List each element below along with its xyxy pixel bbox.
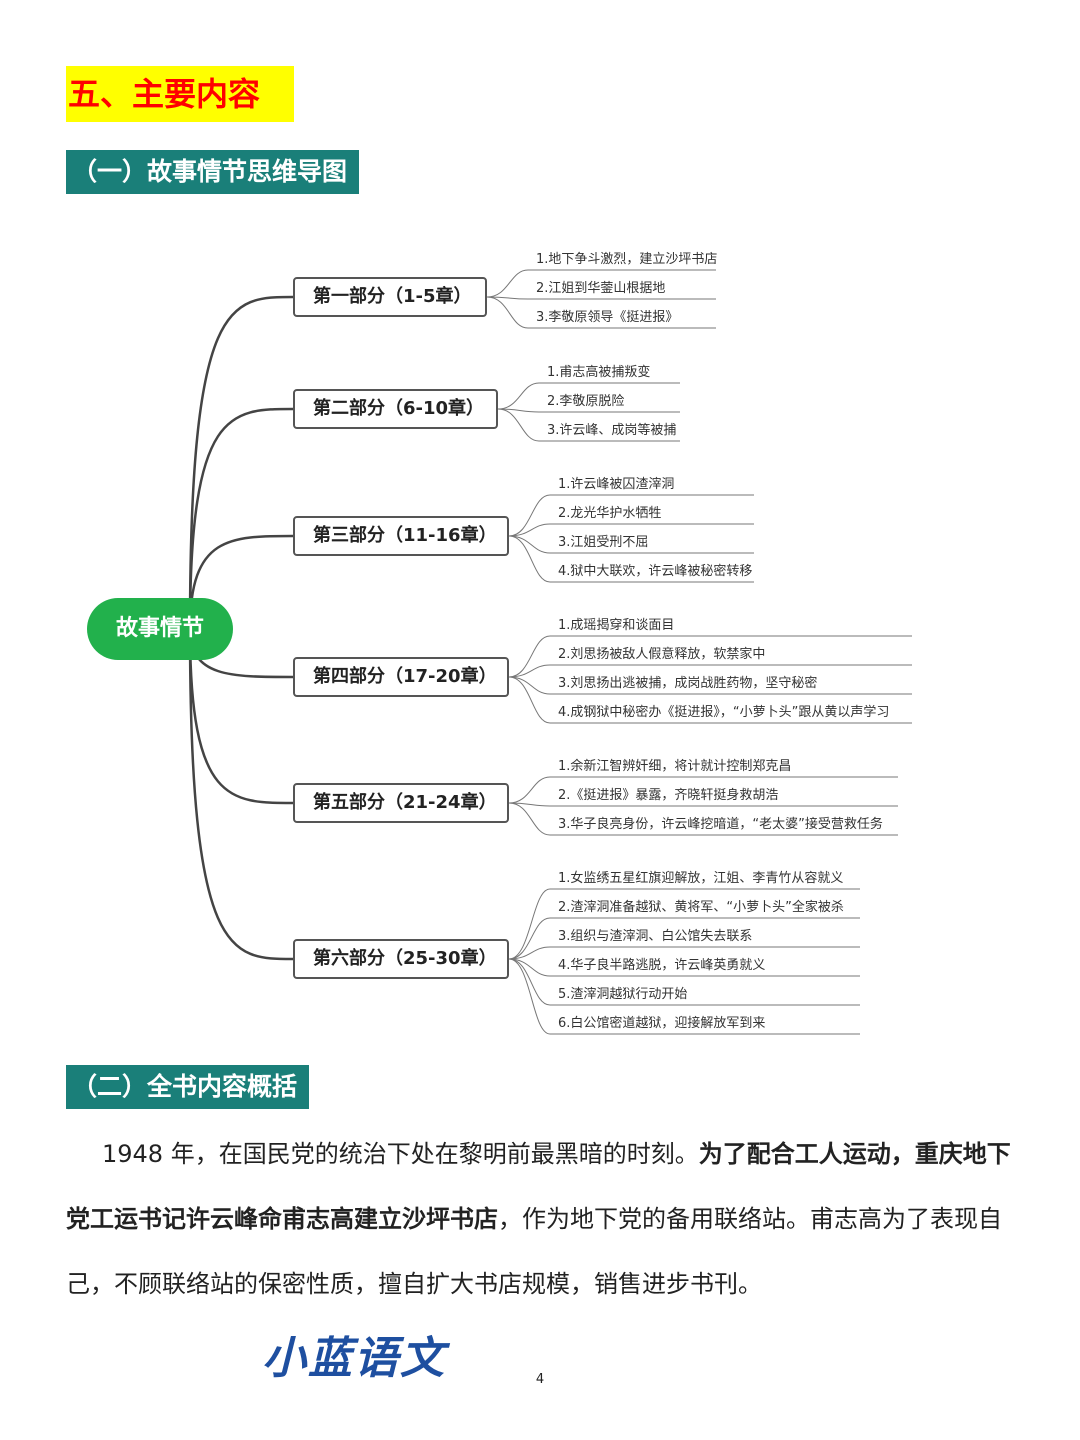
mindmap-part-1: 第一部分（1-5章） xyxy=(293,277,487,317)
summary-text-bold: 为了配合工人运动，重庆地下党工运书记许云峰命甫志高建立沙坪书店 xyxy=(66,1140,1011,1233)
mindmap-leaf: 1.地下争斗激烈，建立沙坪书店 xyxy=(536,252,718,267)
leaf-connector xyxy=(508,946,551,960)
mindmap-part-5: 第五部分（21-24章） xyxy=(293,783,509,823)
mindmap-root: 故事情节 xyxy=(87,598,233,660)
leaf-connector xyxy=(508,535,551,583)
leaf-connector xyxy=(508,888,551,960)
summary-text-2: ，作为地下党的备用联络站。甫志高为了表现自己，不顾联络站的保密性质，擅自扩大书店… xyxy=(66,1205,1002,1298)
summary-paragraph: 1948 年，在国民党的统治下处在黎明前最黑暗的时刻。为了配合工人运动，重庆地下… xyxy=(66,1122,1026,1317)
mindmap-leaf: 3.许云峰、成岗等被捕 xyxy=(547,423,677,438)
leaf-connector xyxy=(508,917,551,960)
mindmap-leaf: 3.江姐受刑不屈 xyxy=(558,535,649,550)
leaf-connector xyxy=(486,296,529,300)
leaf-connector xyxy=(508,958,551,1006)
summary-text-1: 1948 年，在国民党的统治下处在黎明前最黑暗的时刻。 xyxy=(102,1140,699,1168)
mindmap-leaf: 3.华子良亮身份，许云峰挖暗道，“老太婆”接受营救任务 xyxy=(558,817,883,832)
leaf-connector xyxy=(508,523,551,537)
root-connector-6 xyxy=(188,628,294,961)
mindmap-leaf: 3.刘思扬出逃被捕，成岗战胜药物，坚守秘密 xyxy=(558,676,818,691)
leaf-connector xyxy=(486,296,529,329)
page-number: 4 xyxy=(535,1372,545,1387)
leaf-connector xyxy=(508,676,551,695)
leaf-connector xyxy=(508,776,551,804)
leaf-connector xyxy=(508,676,551,724)
leaf-connector xyxy=(497,382,540,410)
mindmap-leaf: 1.女监绣五星红旗迎解放，江姐、李青竹从容就义 xyxy=(558,871,844,886)
leaf-connector xyxy=(497,408,540,442)
leaf-connector xyxy=(508,802,551,836)
leaf-connector xyxy=(486,269,529,298)
mindmap-leaf: 2.龙光华护水牺牲 xyxy=(558,506,662,521)
root-connector-2 xyxy=(188,407,294,630)
subsection-title-mindmap: （一）故事情节思维导图 xyxy=(66,150,360,194)
subsection-title-summary: （二）全书内容概括 xyxy=(66,1065,310,1109)
mindmap-leaf: 6.白公馆密道越狱，迎接解放军到来 xyxy=(558,1016,766,1031)
mindmap-part-6: 第六部分（25-30章） xyxy=(293,939,509,979)
mindmap-leaf: 1.余新江智辨奸细，将计就计控制郑克昌 xyxy=(558,759,792,774)
leaf-connector xyxy=(508,494,551,537)
brand-logo: 小蓝语文 xyxy=(262,1333,446,1384)
mindmap-leaf: 4.狱中大联欢，许云峰被秘密转移 xyxy=(558,564,753,579)
mindmap-leaf: 2.渣滓洞准备越狱、黄将军、“小萝卜头”全家被杀 xyxy=(558,900,844,915)
mindmap-part-2: 第二部分（6-10章） xyxy=(293,389,498,429)
mindmap-leaf: 3.组织与渣滓洞、白公馆失去联系 xyxy=(558,929,753,944)
mindmap-leaf: 2.刘思扬被敌人假意释放，软禁家中 xyxy=(558,647,766,662)
mindmap-part-3: 第三部分（11-16章） xyxy=(293,516,509,556)
leaf-connector xyxy=(508,664,551,678)
mindmap-leaf: 1.甫志高被捕叛变 xyxy=(547,365,651,380)
leaf-connector xyxy=(508,635,551,678)
root-connector-1 xyxy=(188,295,294,630)
mindmap-leaf: 2.江姐到华蓥山根据地 xyxy=(536,281,666,296)
mindmap-leaf: 4.华子良半路逃脱，许云峰英勇就义 xyxy=(558,958,766,973)
mindmap-part-4: 第四部分（17-20章） xyxy=(293,657,509,697)
mindmap-leaf: 3.李敬原领导《挺进报》 xyxy=(536,310,679,325)
mindmap-leaf: 5.渣滓洞越狱行动开始 xyxy=(558,987,688,1002)
section-heading: 五、主要内容 xyxy=(66,66,294,122)
leaf-connector xyxy=(508,535,551,554)
leaf-connector xyxy=(508,958,551,1035)
mindmap-leaf: 1.许云峰被囚渣滓洞 xyxy=(558,477,675,492)
root-connector-5 xyxy=(188,628,294,805)
mindmap-leaf: 4.成钢狱中秘密办《挺进报》，“小萝卜头”跟从黄以声学习 xyxy=(558,705,890,720)
mindmap-leaf: 2.《挺进报》暴露，齐晓轩挺身救胡浩 xyxy=(558,788,779,803)
mindmap-leaf: 2.李敬原脱险 xyxy=(547,394,625,409)
mindmap-leaf: 1.成瑶揭穿和谈面目 xyxy=(558,618,675,633)
